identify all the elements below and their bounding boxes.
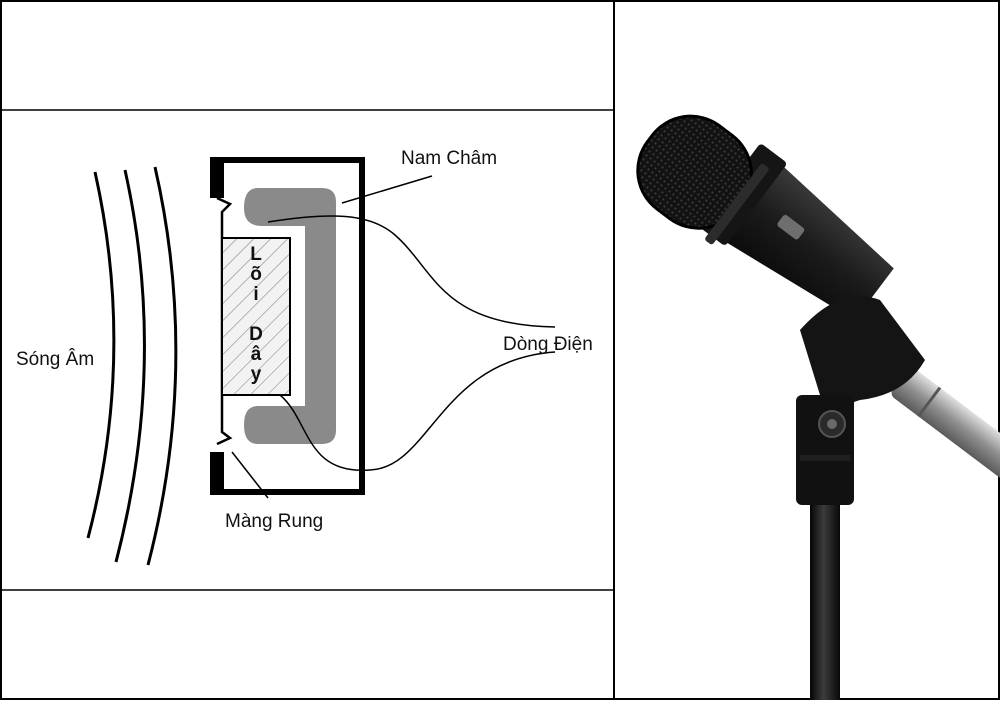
wire-top bbox=[267, 215, 556, 328]
sound-waves-label: Sóng Âm bbox=[16, 349, 95, 370]
sound-wave-1 bbox=[86, 171, 116, 539]
diagram-svg bbox=[86, 157, 556, 566]
magnet-label: Nam Châm bbox=[401, 148, 498, 169]
sound-waves bbox=[86, 166, 178, 566]
current-wires bbox=[267, 215, 556, 471]
microphone-illustration bbox=[636, 114, 1000, 700]
magnet bbox=[244, 188, 336, 444]
coil-char: i bbox=[253, 284, 259, 305]
coil-char: y bbox=[250, 364, 262, 385]
diaphragm-label: Màng Rung bbox=[225, 511, 324, 532]
magnet-leader bbox=[341, 175, 433, 204]
wire-bottom bbox=[279, 351, 556, 471]
coil-char: õ bbox=[250, 264, 262, 285]
diaphragm-leader bbox=[231, 451, 269, 499]
sound-wave-2 bbox=[114, 169, 146, 563]
microphone-photo bbox=[614, 0, 1000, 700]
stand-pole bbox=[810, 500, 840, 700]
microphone-grille bbox=[636, 114, 769, 245]
microphone-clip bbox=[796, 296, 925, 505]
coil-char: L bbox=[250, 244, 262, 265]
current-label: Dòng Điện bbox=[503, 334, 593, 355]
coil-char: â bbox=[250, 344, 262, 365]
microphone-diagram: Sóng Âm Nam Châm Dòng Điện Màng Rung L õ… bbox=[16, 148, 593, 566]
microphone-tail bbox=[891, 368, 1000, 483]
housing bbox=[210, 157, 365, 495]
sound-wave-3 bbox=[146, 166, 178, 566]
coil-char: D bbox=[249, 324, 263, 345]
